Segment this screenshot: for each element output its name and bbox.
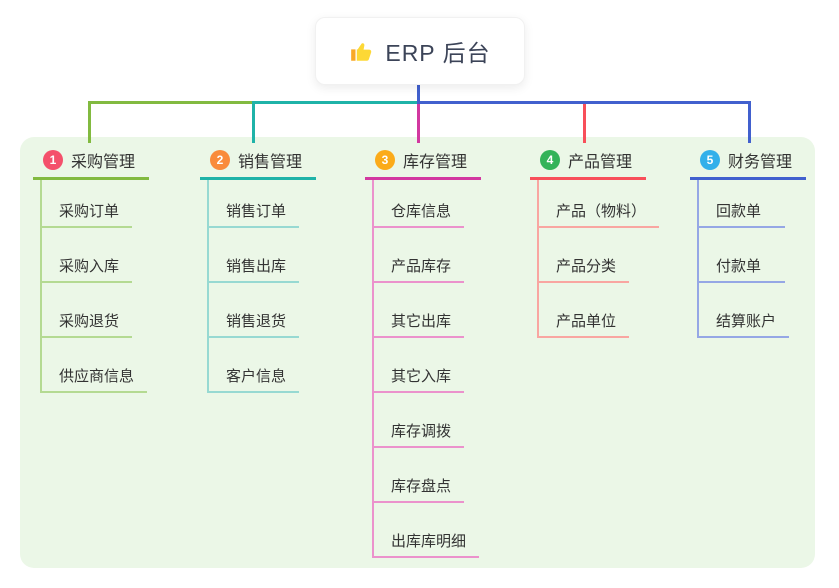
- child-node[interactable]: 库存盘点: [374, 448, 465, 503]
- branch-title-1[interactable]: 1 采购管理: [33, 148, 150, 180]
- branch-title-label: 产品管理: [568, 153, 633, 171]
- branch-1: 1 采购管理采购订单采购入库采购退货供应商信息: [33, 148, 150, 393]
- branch-children: 仓库信息产品库存其它出库其它入库库存调拨库存盘点出库库明细: [372, 180, 480, 558]
- branch-title-4[interactable]: 4 产品管理: [530, 148, 647, 180]
- branch-children: 采购订单采购入库采购退货供应商信息: [40, 180, 148, 393]
- thumbs-up-icon: [349, 38, 375, 64]
- connector-line: [417, 85, 420, 104]
- connector-line: [252, 104, 255, 143]
- child-node[interactable]: 出库库明细: [374, 503, 480, 558]
- child-node[interactable]: 产品（物料）: [539, 180, 660, 228]
- connector-line: [88, 104, 91, 143]
- connector-line: [88, 101, 252, 104]
- connector-line: [418, 101, 751, 104]
- branch-title-label: 采购管理: [71, 153, 136, 171]
- branch-title-label: 销售管理: [238, 153, 303, 171]
- child-node[interactable]: 库存调拨: [374, 393, 465, 448]
- child-node[interactable]: 其它入库: [374, 338, 465, 393]
- root-node-erp[interactable]: ERP 后台: [315, 17, 525, 85]
- child-node[interactable]: 采购退货: [42, 283, 133, 338]
- child-node[interactable]: 产品库存: [374, 228, 465, 283]
- branch-4: 4 产品管理产品（物料）产品分类产品单位: [530, 148, 660, 338]
- root-node-label: ERP 后台: [385, 40, 491, 66]
- branch-number-badge: 4: [540, 149, 560, 170]
- child-node[interactable]: 产品分类: [539, 228, 630, 283]
- branch-5: 5 财务管理回款单付款单结算账户: [690, 148, 807, 338]
- branch-children: 回款单付款单结算账户: [697, 180, 790, 338]
- child-node[interactable]: 供应商信息: [42, 338, 148, 393]
- connector-line: [252, 101, 418, 104]
- branch-title-2[interactable]: 2 销售管理: [200, 148, 317, 180]
- branch-children: 产品（物料）产品分类产品单位: [537, 180, 660, 338]
- child-node[interactable]: 产品单位: [539, 283, 630, 338]
- child-node[interactable]: 结算账户: [699, 283, 790, 338]
- child-node[interactable]: 销售订单: [209, 180, 300, 228]
- branches-panel: [20, 137, 815, 568]
- child-node[interactable]: 销售出库: [209, 228, 300, 283]
- child-node[interactable]: 回款单: [699, 180, 785, 228]
- branch-title-label: 财务管理: [728, 153, 793, 171]
- child-node[interactable]: 客户信息: [209, 338, 300, 393]
- branch-title-5[interactable]: 5 财务管理: [690, 148, 807, 180]
- branch-title-label: 库存管理: [403, 153, 468, 171]
- child-node[interactable]: 其它出库: [374, 283, 465, 338]
- child-node[interactable]: 付款单: [699, 228, 785, 283]
- child-node[interactable]: 销售退货: [209, 283, 300, 338]
- branch-number-badge: 3: [375, 149, 395, 170]
- branch-children: 销售订单销售出库销售退货客户信息: [207, 180, 300, 393]
- connector-line: [748, 104, 751, 143]
- connector-line: [583, 104, 586, 143]
- child-node[interactable]: 仓库信息: [374, 180, 465, 228]
- branch-2: 2 销售管理销售订单销售出库销售退货客户信息: [200, 148, 317, 393]
- branch-title-3[interactable]: 3 库存管理: [365, 148, 482, 180]
- child-node[interactable]: 采购订单: [42, 180, 133, 228]
- branch-3: 3 库存管理仓库信息产品库存其它出库其它入库库存调拨库存盘点出库库明细: [365, 148, 482, 558]
- branch-number-badge: 2: [210, 149, 230, 170]
- branch-number-badge: 1: [43, 149, 63, 170]
- child-node[interactable]: 采购入库: [42, 228, 133, 283]
- branch-number-badge: 5: [700, 149, 720, 170]
- connector-line: [417, 104, 420, 143]
